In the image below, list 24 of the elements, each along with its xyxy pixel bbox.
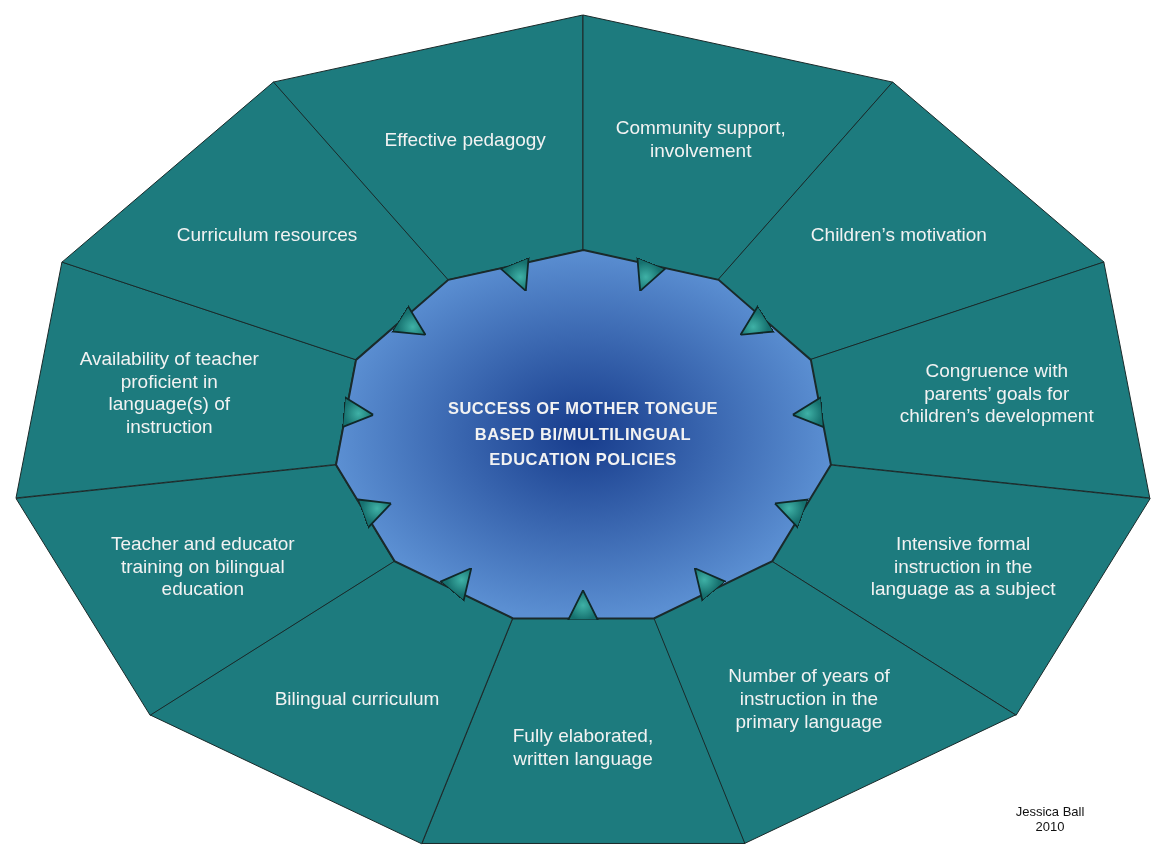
hub-title: SUCCESS OF MOTHER TONGUE BASED BI/MULTILINGUAL EDUCATION POLICIES — [446, 397, 720, 470]
arrow — [636, 256, 667, 292]
factor-label: Number of years of instruction in the primary language — [727, 664, 891, 734]
factor-label: Curriculum resources — [175, 223, 359, 247]
factor-label: Teacher and educator training on bilingual education — [109, 532, 296, 602]
arrow — [356, 498, 393, 529]
author-credit: Jessica Ball 2010 — [1014, 804, 1086, 834]
factor-label: Bilingual curriculum — [273, 687, 441, 711]
arrow — [791, 396, 825, 428]
factor-label: Effective pedagogy — [383, 128, 547, 152]
arrow — [391, 305, 427, 336]
factor-label: Congruence with parents’ goals for children’s development — [898, 359, 1095, 428]
arrow — [567, 589, 599, 622]
factor-label: Availability of teacher proficient in language(s) of instruction — [78, 348, 260, 440]
arrow — [739, 305, 775, 336]
factor-label: Community support, involvement — [614, 117, 787, 164]
arrow — [499, 256, 530, 292]
arrow — [693, 567, 727, 602]
arrow — [341, 396, 375, 428]
arrow — [439, 567, 473, 602]
factor-label: Children’s motivation — [809, 223, 988, 247]
factor-label: Intensive formal instruction in the language as a subject — [869, 532, 1057, 602]
factor-label: Fully elaborated, written language — [511, 725, 655, 771]
arrow — [773, 498, 810, 529]
